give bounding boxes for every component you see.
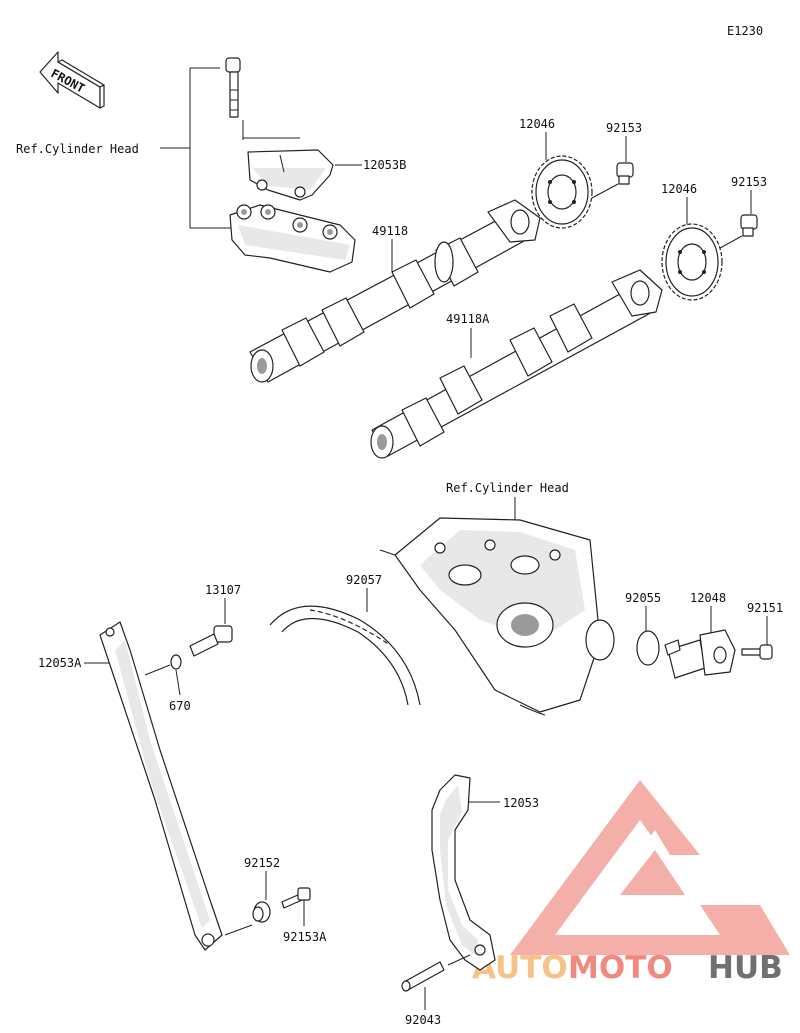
watermark-logo — [510, 780, 790, 955]
label-92057: 92057 — [346, 573, 382, 587]
cam-holder-lower — [229, 204, 356, 273]
o-ring-92055 — [636, 630, 660, 666]
label-92043: 92043 — [405, 1013, 441, 1027]
label-92152: 92152 — [244, 856, 280, 870]
sprocket-bolt-b — [740, 214, 758, 237]
label-13107: 13107 — [205, 583, 241, 597]
sprocket-bolt-a — [616, 162, 634, 185]
camshaft-intake — [249, 199, 541, 383]
cam-holder-bolt — [225, 57, 241, 118]
label-49118: 49118 — [372, 224, 408, 238]
collar-92152 — [252, 901, 271, 923]
chain-tensioner — [664, 629, 736, 679]
ref-bracket-top — [160, 67, 240, 229]
diagram-code: E1230 — [727, 24, 763, 38]
label-12046-b: 12046 — [661, 182, 697, 196]
watermark-hub: HUB — [708, 950, 783, 986]
chain-guide-12053 — [431, 774, 496, 971]
label-670: 670 — [169, 699, 191, 713]
label-12046-a: 12046 — [519, 117, 555, 131]
label-92055: 92055 — [625, 591, 661, 605]
chain-guide-12053A — [99, 621, 223, 951]
cylinder-head — [379, 517, 615, 716]
pin-92043 — [401, 961, 445, 992]
label-12053B: 12053B — [363, 158, 406, 172]
label-92151: 92151 — [747, 601, 783, 615]
ref-cylinder-head-top: Ref.Cylinder Head — [16, 142, 139, 156]
label-92153A: 92153A — [283, 930, 327, 944]
camshaft-exhaust — [370, 269, 663, 459]
guide-bolt-13107 — [189, 625, 233, 657]
front-arrow-icon — [39, 51, 105, 109]
cam-sprocket-b — [661, 223, 723, 301]
ref-cylinder-head-middle: Ref.Cylinder Head — [446, 481, 569, 495]
label-92153-b: 92153 — [731, 175, 767, 189]
watermark-moto: MOTO — [568, 950, 673, 986]
label-92153-a: 92153 — [606, 121, 642, 135]
cam-sprocket-a — [531, 155, 593, 229]
label-12053A: 12053A — [38, 656, 82, 670]
cam-chain — [269, 605, 421, 706]
label-12053: 12053 — [503, 796, 539, 810]
bolt-92153A — [281, 887, 311, 909]
cam-holder-upper — [247, 149, 334, 201]
label-12048: 12048 — [690, 591, 726, 605]
label-49118A: 49118A — [446, 312, 490, 326]
tensioner-bolt — [741, 644, 773, 660]
washer-670 — [170, 654, 182, 670]
